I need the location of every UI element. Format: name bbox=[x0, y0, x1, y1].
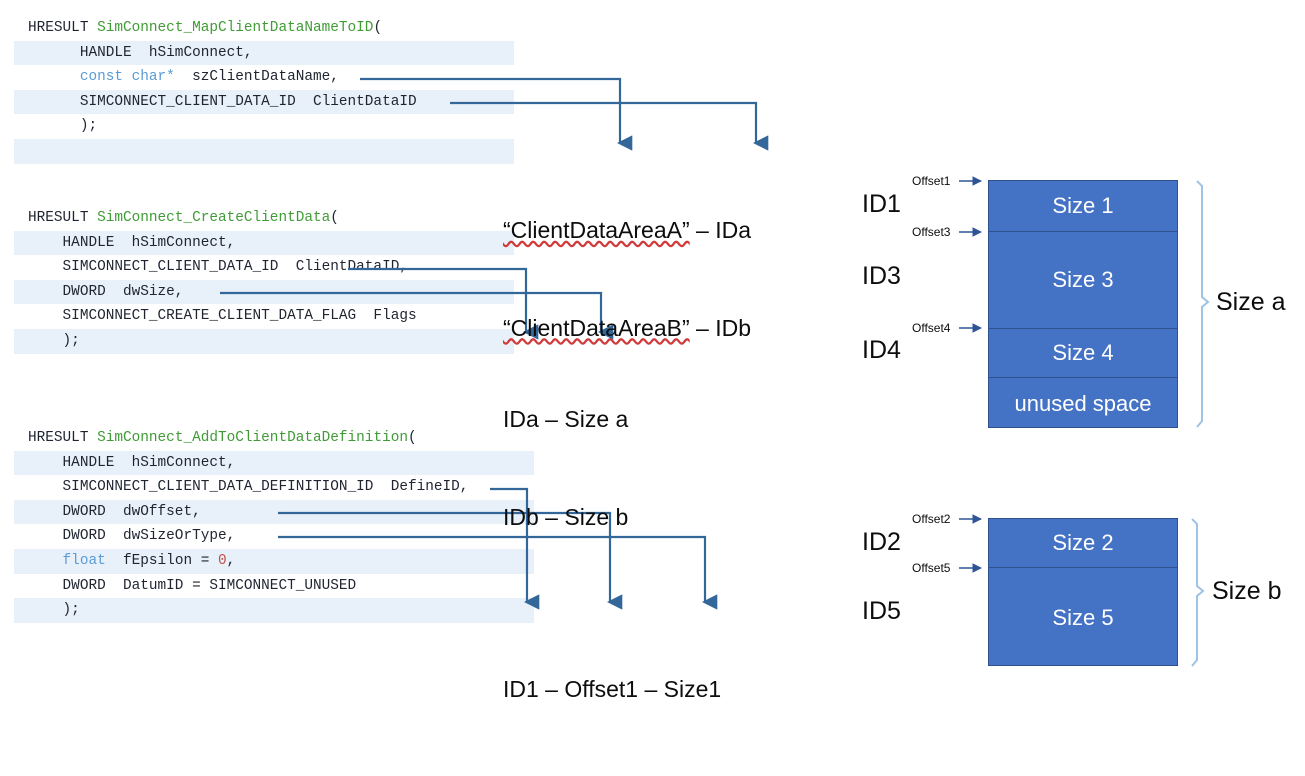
code-line: HRESULT SimConnect_CreateClientData( bbox=[14, 206, 514, 231]
offset-label-offset1: Offset1 bbox=[912, 174, 951, 188]
code-line: const char* szClientDataName, bbox=[14, 65, 514, 90]
annotation-name-b-rest: – IDb bbox=[689, 314, 752, 341]
code-token: HANDLE hSimConnect, bbox=[28, 454, 236, 471]
code-block-create-client-data: HRESULT SimConnect_CreateClientData( HAN… bbox=[14, 206, 514, 378]
code-block-add-to-client-data-definition: HRESULT SimConnect_AddToClientDataDefini… bbox=[14, 426, 534, 647]
annotation-name-a-rest: – IDa bbox=[689, 217, 752, 243]
memory-segment-size-1: Size 1 bbox=[989, 181, 1177, 232]
code-line: SIMCONNECT_CLIENT_DATA_ID ClientDataID bbox=[14, 89, 514, 115]
code-token: SIMCONNECT_CLIENT_DATA_DEFINITION_ID Def… bbox=[28, 479, 469, 496]
code-token bbox=[28, 69, 80, 85]
code-token: ); bbox=[28, 118, 98, 135]
code-token: szClientDataName, bbox=[174, 69, 339, 86]
memory-box-ida: Size 1 Size 3 Size 4 unused space bbox=[988, 180, 1178, 428]
annotation-quoted-name-a: “ClientDataAreaA” bbox=[503, 217, 690, 243]
code-token: 0 bbox=[218, 552, 227, 569]
memory-segment-label: unused space bbox=[1014, 390, 1152, 416]
code-line: SIMCONNECT_CLIENT_DATA_ID ClientDataID, bbox=[14, 255, 514, 280]
code-token: ); bbox=[28, 332, 80, 349]
code-line: ); bbox=[14, 114, 514, 139]
code-token: SimConnect_CreateClientData bbox=[97, 210, 331, 226]
code-token: ( bbox=[330, 210, 339, 226]
code-line: float fEpsilon = 0, bbox=[14, 548, 534, 574]
annotation-name-mapping: “ClientDataAreaA” – IDa “ClientDataAreaB… bbox=[503, 149, 751, 409]
code-token: ); bbox=[28, 602, 80, 619]
total-size-label-b: Size b bbox=[1212, 577, 1282, 605]
annotation-definition-mapping: ID1 – Offset1 – Size1 ID2 – Offset2 – Si… bbox=[503, 608, 721, 776]
code-line bbox=[14, 138, 514, 164]
id-label-id1: ID1 bbox=[862, 190, 901, 218]
code-line: DWORD DatumID = SIMCONNECT_UNUSED bbox=[14, 574, 534, 599]
id-label-id4: ID4 bbox=[862, 336, 901, 364]
code-token: HANDLE hSimConnect, bbox=[28, 234, 236, 251]
code-line bbox=[14, 623, 534, 648]
annotation-name-mapping-line-2: “ClientDataAreaB” – IDb bbox=[503, 312, 751, 345]
code-token: ( bbox=[407, 430, 417, 446]
annotation-name-mapping-line-1: “ClientDataAreaA” – IDa bbox=[503, 214, 751, 247]
code-token: fEpsilon = bbox=[105, 552, 218, 569]
id-label-id5: ID5 bbox=[862, 597, 901, 625]
total-size-label-a: Size a bbox=[1216, 288, 1286, 316]
memory-segment-label: Size 4 bbox=[1052, 340, 1114, 365]
code-token bbox=[28, 553, 63, 569]
id-label-id3: ID3 bbox=[862, 262, 901, 290]
code-token: HRESULT bbox=[28, 210, 98, 226]
code-line: HANDLE hSimConnect, bbox=[14, 230, 514, 256]
code-token: DWORD DatumID = SIMCONNECT_UNUSED bbox=[28, 577, 357, 594]
id-label-id2: ID2 bbox=[862, 528, 901, 556]
annotation-size-mapping: IDa – Size a IDb – Size b bbox=[503, 338, 628, 598]
code-token: DWORD dwOffset, bbox=[28, 503, 201, 520]
code-token: SimConnect_MapClientDataNameToID bbox=[97, 20, 374, 36]
code-token: ( bbox=[373, 20, 383, 36]
code-token: SIMCONNECT_CLIENT_DATA_ID ClientDataID bbox=[28, 93, 417, 110]
code-line: HANDLE hSimConnect, bbox=[14, 450, 534, 476]
code-token: HANDLE hSimConnect, bbox=[28, 44, 253, 61]
memory-segment-label: Size 3 bbox=[1052, 267, 1114, 292]
code-line: SIMCONNECT_CREATE_CLIENT_DATA_FLAG Flags bbox=[14, 304, 514, 329]
brace-size-b bbox=[1191, 518, 1205, 667]
code-token: float bbox=[62, 552, 106, 569]
annotation-size-mapping-line-2: IDb – Size b bbox=[503, 503, 629, 530]
memory-segment-size-4: Size 4 bbox=[989, 329, 1177, 378]
code-block-map-client-data-name-to-id: HRESULT SimConnect_MapClientDataNameToID… bbox=[14, 16, 514, 164]
annotation-definition-line-1: ID1 – Offset1 – Size1 bbox=[503, 676, 722, 702]
code-token: SimConnect_AddToClientDataDefinition bbox=[97, 430, 408, 446]
code-token: SIMCONNECT_CREATE_CLIENT_DATA_FLAG Flags bbox=[28, 308, 417, 325]
code-token: , bbox=[226, 552, 236, 569]
code-line: ); bbox=[14, 598, 534, 623]
memory-segment-label: Size 2 bbox=[1052, 530, 1114, 555]
offset-label-offset5: Offset5 bbox=[912, 561, 951, 575]
offset-label-offset2: Offset2 bbox=[912, 512, 951, 526]
code-token: const char* bbox=[79, 69, 175, 86]
offset-label-offset4: Offset4 bbox=[912, 321, 951, 335]
code-token: HRESULT bbox=[28, 430, 98, 446]
code-line bbox=[14, 354, 514, 379]
annotation-size-mapping-line-1: IDa – Size a bbox=[503, 406, 629, 432]
code-line: DWORD dwSize, bbox=[14, 279, 514, 305]
code-line: HRESULT SimConnect_AddToClientDataDefini… bbox=[14, 426, 534, 451]
memory-segment-label: Size 1 bbox=[1052, 193, 1114, 218]
code-line: DWORD dwSizeOrType, bbox=[14, 524, 534, 549]
code-line: HRESULT SimConnect_MapClientDataNameToID… bbox=[14, 16, 514, 41]
code-line: ); bbox=[14, 328, 514, 354]
code-token: DWORD dwSize, bbox=[28, 283, 184, 300]
memory-segment-label: Size 5 bbox=[1052, 604, 1114, 630]
code-line: SIMCONNECT_CLIENT_DATA_DEFINITION_ID Def… bbox=[14, 475, 534, 500]
memory-segment-size-3: Size 3 bbox=[989, 232, 1177, 329]
code-token: HRESULT bbox=[28, 20, 98, 36]
memory-segment-size-5: Size 5 bbox=[989, 568, 1177, 667]
memory-box-idb: Size 2 Size 5 bbox=[988, 518, 1178, 666]
annotation-quoted-name-b: “ClientDataAreaB” bbox=[503, 314, 690, 341]
memory-segment-unused-space: unused space bbox=[989, 378, 1177, 429]
code-token: SIMCONNECT_CLIENT_DATA_ID ClientDataID, bbox=[28, 259, 408, 276]
code-token: DWORD dwSizeOrType, bbox=[28, 528, 236, 545]
code-line: HANDLE hSimConnect, bbox=[14, 40, 514, 66]
brace-size-a bbox=[1196, 180, 1210, 428]
offset-label-offset3: Offset3 bbox=[912, 225, 951, 239]
code-line: DWORD dwOffset, bbox=[14, 499, 534, 525]
memory-segment-size-2: Size 2 bbox=[989, 519, 1177, 568]
